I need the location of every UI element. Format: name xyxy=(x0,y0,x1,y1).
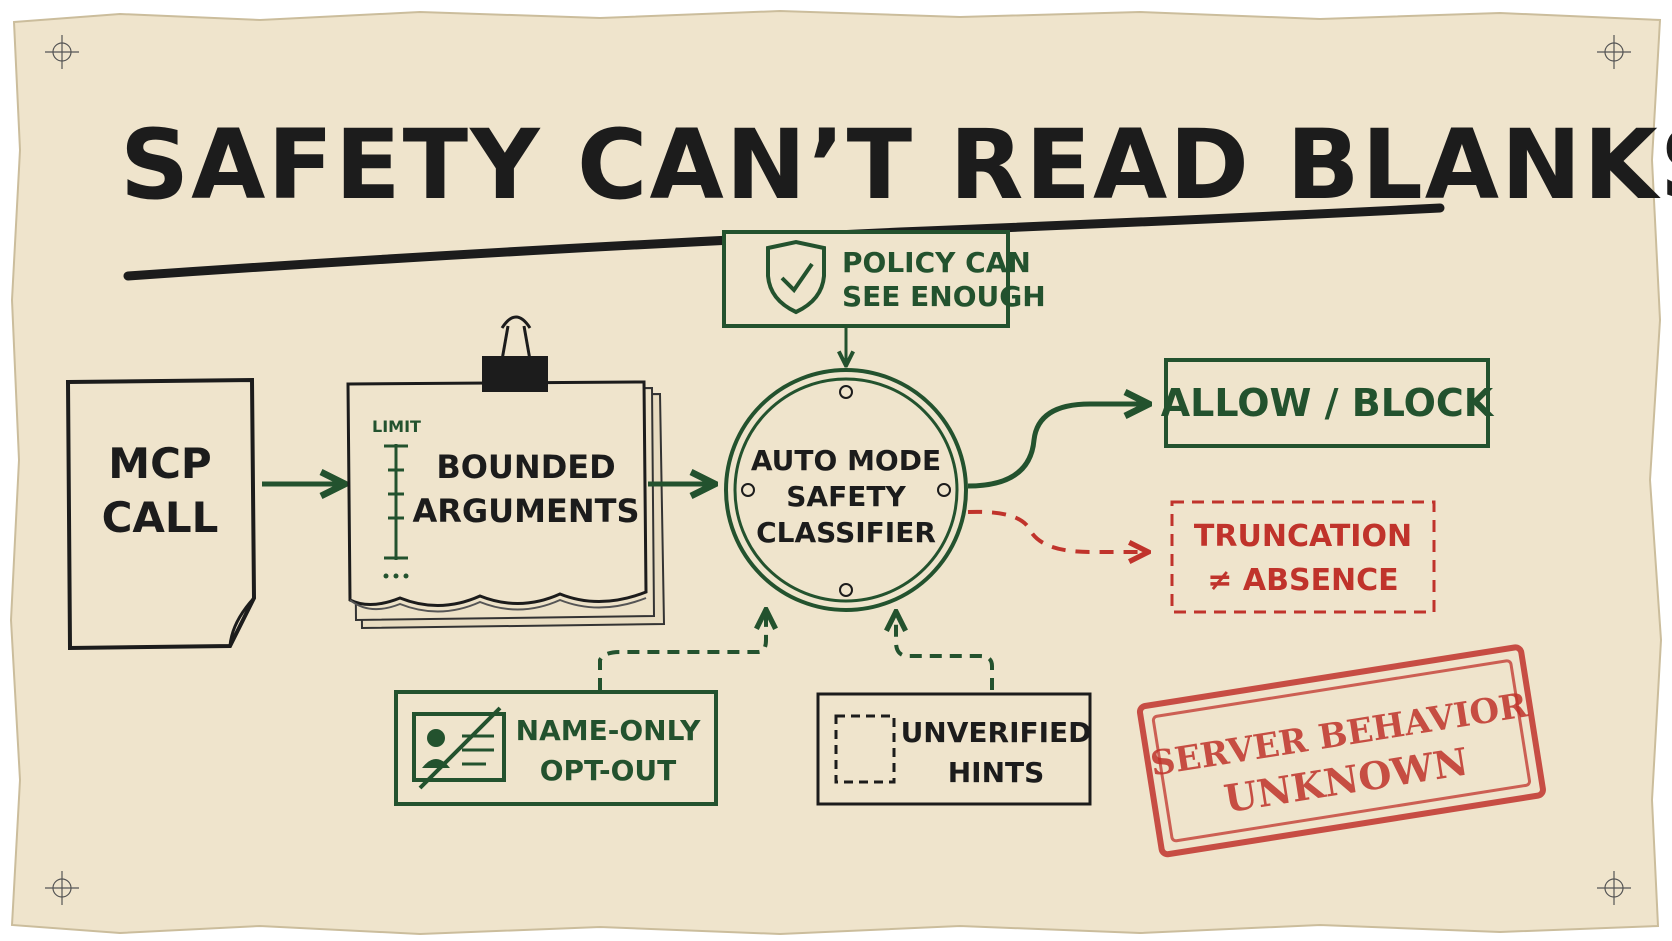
name-only-line2: OPT-OUT xyxy=(540,754,677,787)
classifier-ring-dots xyxy=(741,385,951,597)
title: SAFETY CAN’T READ BLANKS xyxy=(120,109,1672,221)
arrow-classifier-to-allow xyxy=(967,404,1146,489)
classifier-node: AUTO MODE SAFETY CLASSIFIER xyxy=(724,368,968,612)
limit-scale xyxy=(384,444,408,560)
truncation-node: TRUNCATION ≠ ABSENCE xyxy=(1170,500,1436,614)
limit-ellipsis xyxy=(383,573,409,579)
name-only-node: NAME-ONLY OPT-OUT xyxy=(394,690,718,806)
bounded-arguments-node: LIMIT BOUNDED ARGUMENTS xyxy=(346,380,666,630)
mcp-call-node: MCP CALL xyxy=(65,377,257,651)
truncation-line2: ≠ ABSENCE xyxy=(1207,563,1398,598)
limit-label: LIMIT xyxy=(372,417,421,436)
shield-check-icon xyxy=(766,239,826,315)
bounded-arguments-line2: ARGUMENTS xyxy=(412,492,639,530)
unverified-line1: UNVERIFIED xyxy=(901,716,1092,749)
arrow-classifier-to-truncation xyxy=(967,509,1146,552)
bounded-arguments-line1: BOUNDED xyxy=(436,448,615,486)
policy-line1: POLICY CAN xyxy=(842,246,1031,279)
name-only-line1: NAME-ONLY xyxy=(516,714,701,747)
policy-node: POLICY CAN SEE ENOUGH xyxy=(722,230,1046,328)
allow-block-label: ALLOW / BLOCK xyxy=(1161,381,1495,425)
mcp-call-line2: CALL xyxy=(102,493,219,542)
allow-block-node: ALLOW / BLOCK xyxy=(1161,358,1495,448)
id-card-slash-icon xyxy=(412,706,506,790)
arrow-unverified-to-classifier xyxy=(896,614,994,690)
binder-clip-icon xyxy=(482,315,548,392)
unverified-line2: HINTS xyxy=(948,756,1045,789)
crosshair-marks xyxy=(45,35,1631,905)
classifier-line1: AUTO MODE xyxy=(751,444,941,477)
dashed-square-icon xyxy=(834,714,896,784)
classifier-line3: CLASSIFIER xyxy=(756,516,936,549)
unverified-hints-node: UNVERIFIED HINTS xyxy=(816,692,1092,806)
policy-line2: SEE ENOUGH xyxy=(842,280,1046,313)
classifier-line2: SAFETY xyxy=(786,480,906,513)
mcp-call-line1: MCP xyxy=(108,439,211,488)
arrow-nameonly-to-classifier xyxy=(598,612,766,690)
truncation-line1: TRUNCATION xyxy=(1194,519,1412,554)
